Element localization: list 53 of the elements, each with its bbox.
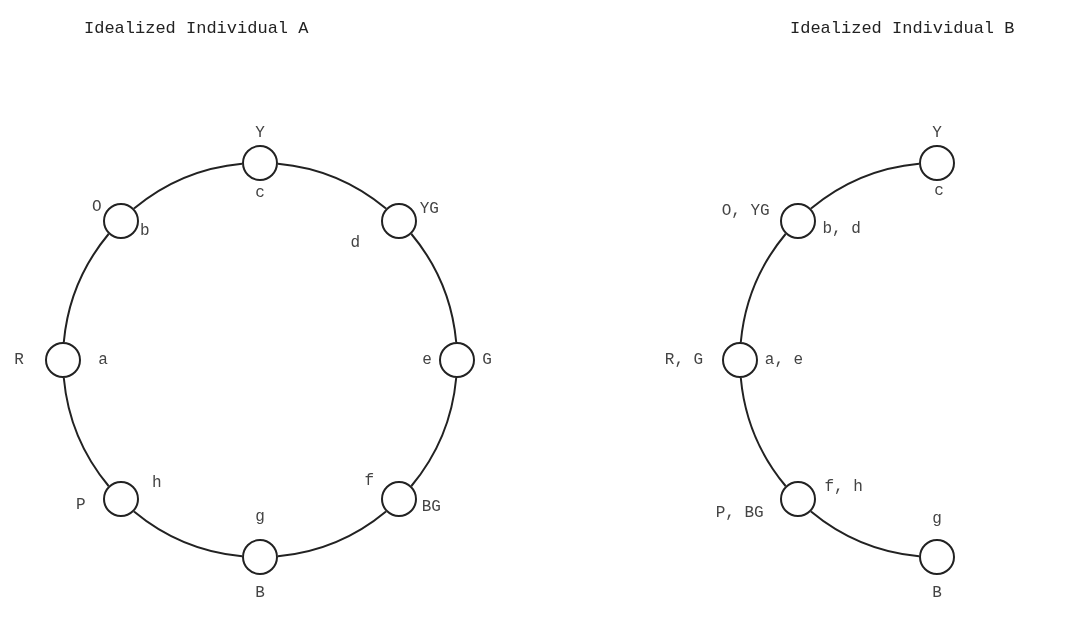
node-label: f, h [824,479,863,496]
node-label: a, e [764,352,804,368]
node-circle [102,481,139,518]
node-circle [242,145,278,181]
node-circle [779,202,816,239]
node-label: c [934,183,944,199]
connector-arc [810,162,920,210]
connector-arc [410,233,458,343]
node-circle [439,342,475,378]
node-label: f [364,473,375,490]
connector-arc [410,377,458,487]
node-circle [45,342,81,378]
node-circle [381,202,418,239]
node-circle [381,481,418,518]
node-label: O [91,198,102,215]
node-circle [919,539,955,575]
connector-arc [739,233,787,343]
node-label: c [255,185,265,201]
node-circle [779,481,816,518]
node-label: Y [255,125,265,141]
node-label: b, d [822,220,861,237]
node-label: d [350,234,361,251]
node-label: P [75,497,86,514]
node-label: g [932,511,942,527]
node-circle [102,202,139,239]
connector-arc [133,162,243,210]
connector-arc [810,510,920,558]
connector-arc [133,510,243,558]
node-label: a [98,352,108,368]
node-label: b [139,222,150,239]
connector-arc [739,377,787,487]
node-label: G [482,352,492,368]
node-label: B [255,585,265,601]
connector-arc [62,377,110,487]
node-label: P, BG [715,505,764,522]
node-label: h [151,475,162,492]
node-label: B [932,585,942,601]
node-circle [242,539,278,575]
node-label: R [14,352,24,368]
node-label: e [422,352,432,368]
node-label: g [255,509,265,525]
connector-arc [277,162,387,210]
panel-heading: Idealized Individual A [84,20,309,37]
node-label: YG [419,200,439,217]
node-label: R, G [664,352,704,368]
node-label: Y [932,125,942,141]
node-label: BG [421,499,441,516]
node-label: O, YG [721,202,770,219]
panel-heading: Idealized Individual B [790,20,1015,37]
connector-arc [62,233,110,343]
node-circle [722,342,758,378]
connector-arc [277,510,387,558]
node-circle [919,145,955,181]
